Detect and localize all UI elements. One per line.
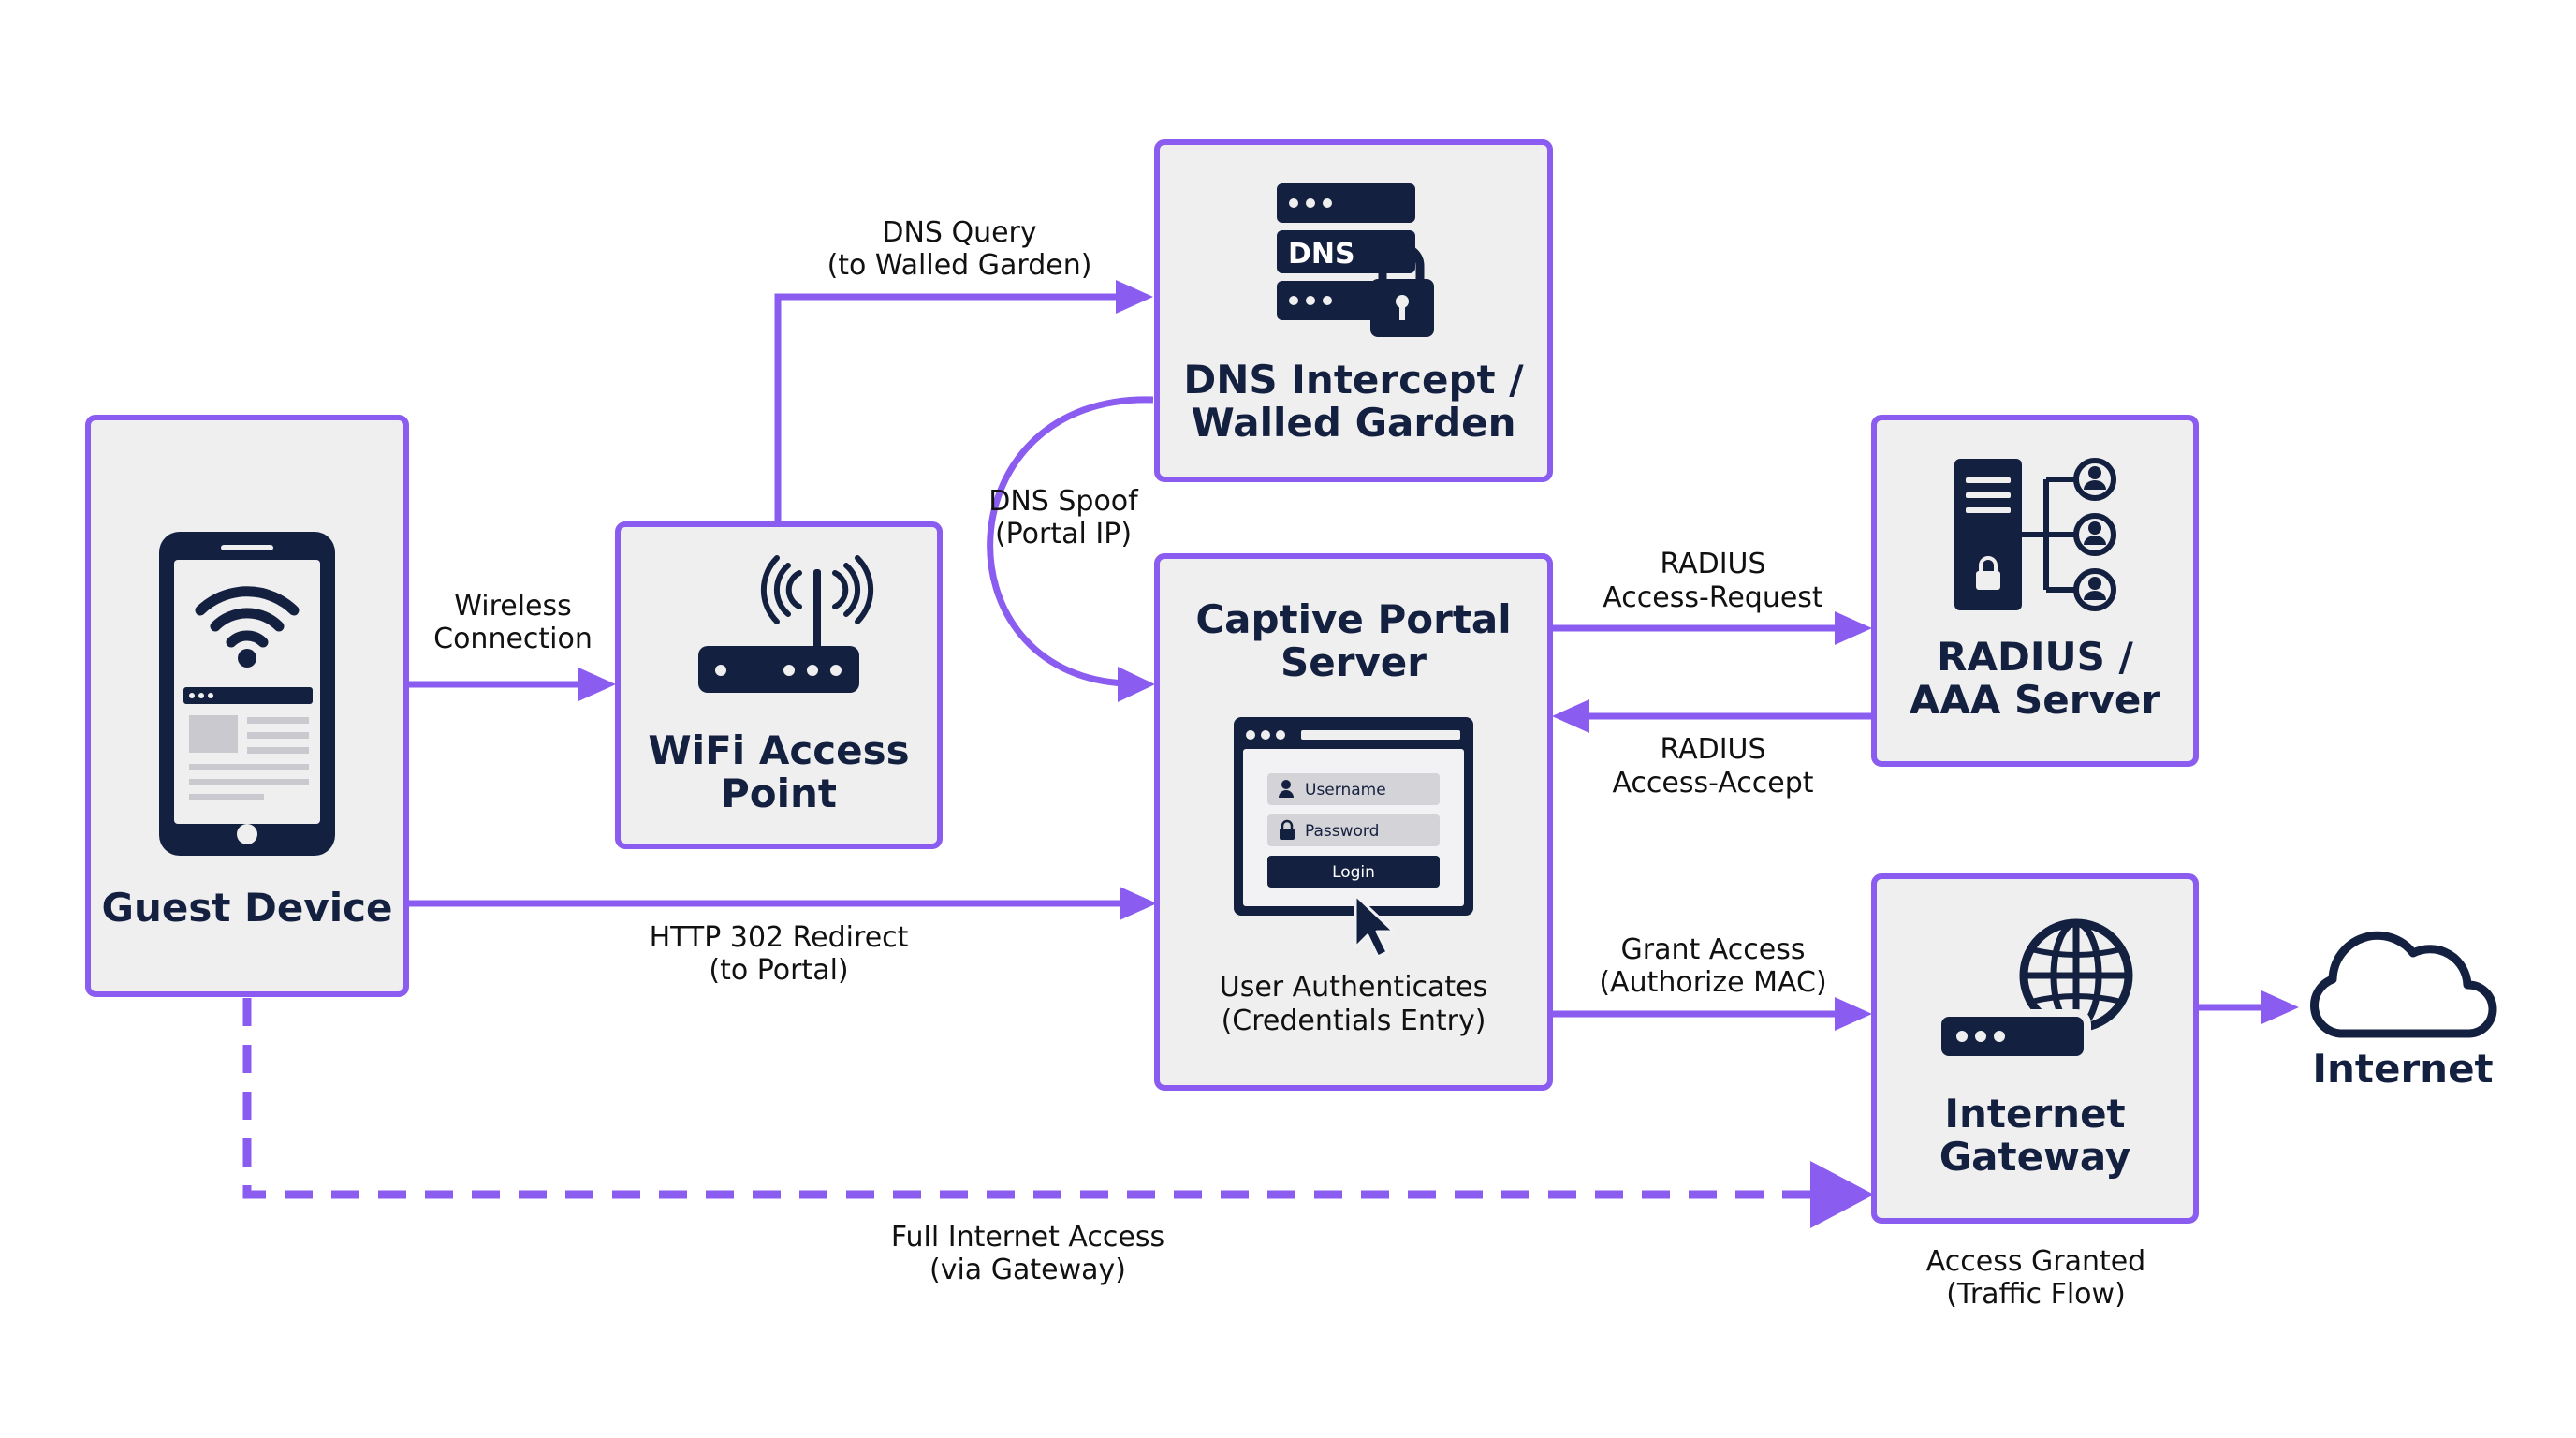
internet-title: Internet — [2312, 1046, 2493, 1092]
wifi-access-point-node: WiFi Access Point — [615, 521, 943, 849]
smartphone-icon — [159, 532, 335, 856]
grant-access-arrowhead — [1835, 997, 1872, 1031]
captive-portal-title-1: Captive Portal — [1195, 596, 1511, 642]
http-redirect-label-2: (to Portal) — [709, 954, 848, 987]
dns-icon-text: DNS — [1288, 238, 1355, 271]
dns-intercept-title-1: DNS Intercept / — [1183, 357, 1524, 403]
captive-portal-node: Captive Portal Server Username Password … — [1154, 553, 1553, 1091]
dns-intercept-node: DNS DNS Intercept / Walled Garden — [1154, 139, 1553, 482]
user-auth-label-2: (Credentials Entry) — [1222, 1005, 1486, 1037]
dns-query-arrow — [774, 293, 1120, 524]
dns-spoof-label-1: DNS Spoof — [988, 485, 1139, 518]
dns-query-label-1: DNS Query — [882, 216, 1036, 249]
captive-portal-title-2: Server — [1281, 639, 1427, 685]
dns-spoof-label-2: (Portal IP) — [995, 518, 1132, 550]
radius-request-arrowhead — [1835, 611, 1872, 645]
radius-request-label-2: Access-Request — [1603, 581, 1823, 614]
user-icon-1 — [2073, 458, 2116, 501]
gateway-globe-icon — [1934, 918, 2133, 1064]
access-granted-label-1: Access Granted — [1926, 1245, 2145, 1278]
wireless-label-2: Connection — [433, 623, 593, 655]
user-icon-2 — [2073, 513, 2116, 556]
login-window-icon: Username Password Login — [1234, 717, 1473, 959]
radius-accept-label-2: Access-Accept — [1612, 767, 1813, 800]
guest-device-node: Guest Device — [85, 415, 409, 997]
password-placeholder: Password — [1305, 822, 1379, 841]
edge-labels: Wireless Connection DNS Query (to Walled… — [433, 216, 2145, 1311]
password-field — [1267, 814, 1440, 846]
wireless-label-1: Wireless — [454, 590, 572, 623]
user-icon — [1281, 780, 1291, 789]
gateway-internet-arrowhead — [2261, 990, 2299, 1024]
dns-server-lock-icon: DNS — [1277, 183, 1434, 337]
dns-spoof-arrowhead — [1118, 667, 1155, 702]
lock-icon — [1378, 242, 1425, 286]
connectors — [242, 280, 2299, 1228]
wifi-access-point-title-1: WiFi Access — [648, 727, 909, 773]
full-access-arrowhead — [1810, 1161, 1874, 1228]
radius-server-node: RADIUS / AAA Server — [1871, 415, 2199, 767]
guest-device-title: Guest Device — [101, 885, 392, 931]
gateway-device-icon — [1934, 1009, 2091, 1064]
username-placeholder: Username — [1305, 781, 1386, 800]
http-redirect-arrowhead — [1120, 887, 1157, 920]
wifi-access-point-title-2: Point — [721, 770, 837, 816]
http-redirect-label-1: HTTP 302 Redirect — [650, 921, 909, 954]
access-granted-label-2: (Traffic Flow) — [1946, 1278, 2126, 1311]
dns-spoof-arrow — [987, 396, 1154, 687]
user-auth-label-1: User Authenticates — [1220, 971, 1488, 1004]
radius-request-label-1: RADIUS — [1660, 548, 1765, 580]
internet-gateway-node: Internet Gateway — [1871, 873, 2199, 1224]
full-access-label-1: Full Internet Access — [891, 1221, 1164, 1254]
login-button — [1267, 856, 1440, 888]
full-access-label-2: (via Gateway) — [929, 1254, 1126, 1286]
cloud-icon — [2310, 931, 2497, 1038]
grant-access-label-1: Grant Access — [1621, 933, 1806, 966]
internet-node: Internet — [2310, 931, 2497, 1092]
dns-query-arrowhead — [1116, 280, 1153, 314]
radius-server-title-2: AAA Server — [1910, 677, 2160, 723]
router-icon — [698, 555, 874, 693]
internet-gateway-title-2: Gateway — [1939, 1134, 2131, 1180]
radius-accept-label-1: RADIUS — [1660, 733, 1765, 766]
user-icon-3 — [2073, 568, 2116, 611]
dns-intercept-title-2: Walled Garden — [1191, 400, 1515, 446]
username-field — [1267, 773, 1440, 805]
wireless-arrowhead — [578, 668, 616, 701]
dns-query-label-2: (to Walled Garden) — [827, 249, 1092, 282]
full-access-dashed-arrow — [242, 998, 1814, 1199]
grant-access-label-2: (Authorize MAC) — [1599, 966, 1826, 999]
radius-accept-arrowhead — [1552, 699, 1589, 733]
internet-gateway-title-1: Internet — [1944, 1091, 2125, 1137]
login-button-label: Login — [1332, 863, 1375, 882]
aaa-server-users-icon — [1954, 458, 2116, 611]
password-lock-icon — [1281, 819, 1294, 829]
radius-server-title-1: RADIUS / — [1937, 634, 2133, 680]
mouse-cursor-icon — [1354, 893, 1396, 959]
